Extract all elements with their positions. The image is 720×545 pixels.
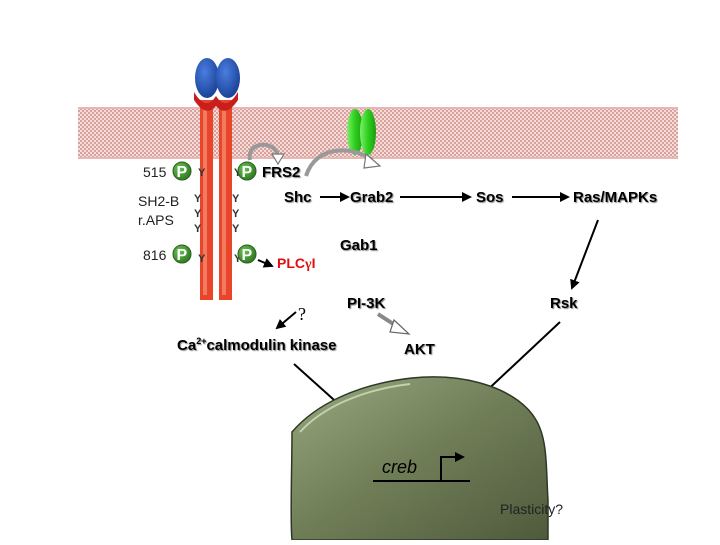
curved-arrow-frs2-to-green-head	[363, 152, 382, 169]
label-ca-calmodulin-kinase: Ca2+calmodulin kinase	[177, 336, 337, 354]
label-816: 816	[143, 247, 167, 263]
label-pi3k: PI-3K	[347, 295, 386, 312]
svg-text:P: P	[242, 247, 253, 264]
label-creb: creb	[382, 457, 417, 477]
label-raps: r.APS	[138, 212, 174, 228]
label-frs2: FRS2	[262, 164, 300, 181]
svg-text:Y: Y	[194, 208, 202, 220]
arrow-p-to-plc	[257, 258, 274, 268]
curved-arrow-receptor-loop-head	[270, 153, 286, 166]
label-sh2b: SH2-B	[138, 193, 179, 209]
label-akt: AKT	[404, 341, 435, 358]
label-shc: Shc	[284, 189, 312, 206]
neurotrophin-ligand	[195, 58, 240, 98]
svg-text:Y: Y	[234, 253, 242, 265]
phospho-left-816: P	[172, 244, 192, 264]
svg-text:P: P	[242, 164, 253, 181]
arrow-plc-to-camk	[275, 311, 297, 330]
label-sos: Sos	[476, 189, 504, 206]
svg-text:Y: Y	[232, 223, 240, 235]
svg-text:P: P	[177, 164, 188, 181]
svg-text:Y: Y	[198, 253, 206, 265]
arrow-pi3k-to-akt-head	[389, 318, 411, 335]
phospho-right-plc: P	[237, 244, 257, 264]
svg-text:Y: Y	[198, 167, 206, 179]
label-question: ?	[298, 304, 306, 324]
nucleus-edge-highlight	[299, 383, 411, 433]
label-rsk: Rsk	[550, 295, 578, 312]
svg-text:Y: Y	[194, 193, 202, 205]
svg-text:Y: Y	[194, 223, 202, 235]
phospho-left-515: P	[172, 161, 192, 181]
green-membrane-protein	[347, 109, 376, 155]
phospho-right-frs2: P	[237, 161, 257, 181]
svg-text:Y: Y	[232, 208, 240, 220]
svg-text:P: P	[177, 247, 188, 264]
label-plasticity: Plasticity?	[500, 501, 563, 517]
label-gab1: Gab1	[340, 237, 378, 254]
membrane-band	[78, 108, 678, 158]
promoter-arrow	[440, 452, 465, 480]
nucleus-shape	[290, 376, 549, 541]
label-plcgamma: PLCγI	[277, 255, 315, 272]
label-515: 515	[143, 164, 167, 180]
trk-receptor	[194, 92, 238, 300]
label-grab2: Grab2	[350, 189, 393, 206]
arrow-ras-to-rsk	[570, 219, 599, 290]
svg-text:Y: Y	[232, 193, 240, 205]
label-ras-mapks: Ras/MAPKs	[573, 189, 657, 206]
